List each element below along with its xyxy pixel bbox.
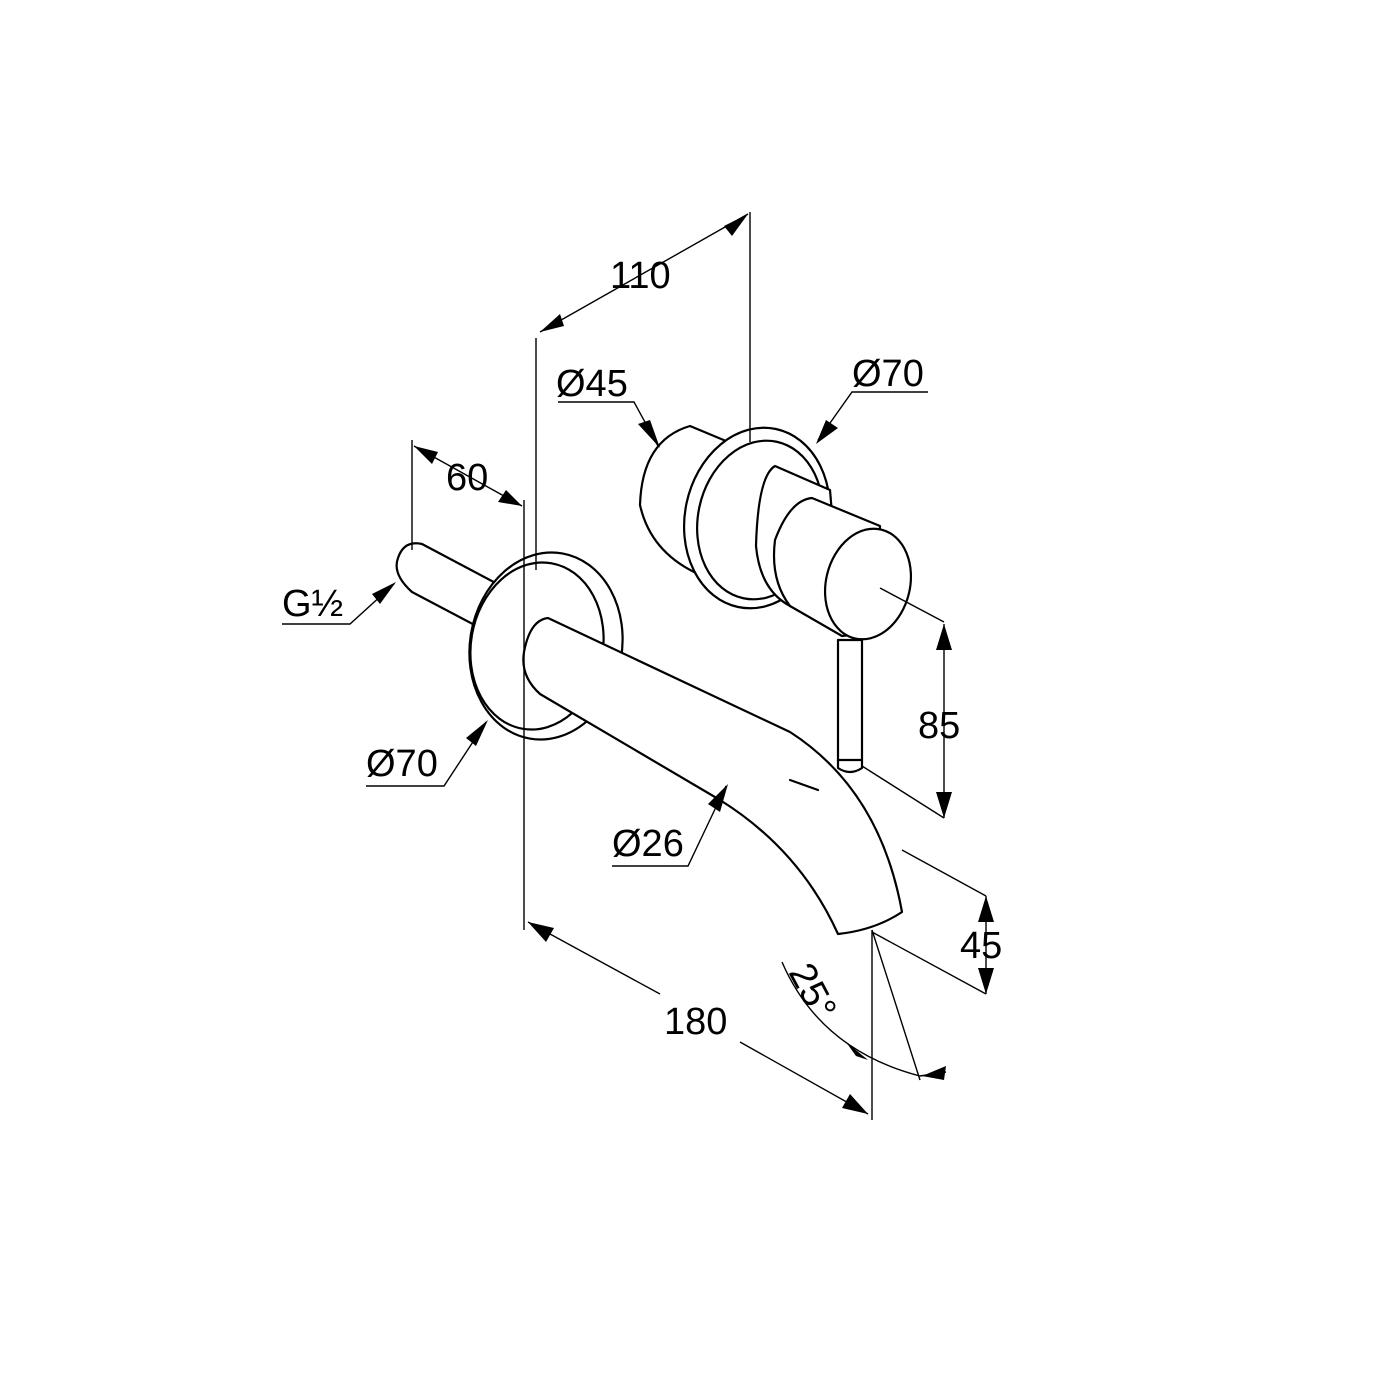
arrow-g12 <box>372 582 396 604</box>
leaders <box>282 391 928 867</box>
extension-lines <box>411 212 987 1120</box>
label-180: 180 <box>664 1001 727 1043</box>
label-60: 60 <box>446 457 488 499</box>
arrow-110-left <box>540 314 564 332</box>
arrow-45-top <box>978 896 994 922</box>
arrow-110-right <box>724 214 748 236</box>
arrow-d26 <box>708 784 728 812</box>
arrow-180-right <box>842 1094 868 1114</box>
arrow-25-right <box>922 1066 946 1080</box>
arrow-60-right <box>498 490 522 506</box>
handle-lever <box>836 638 864 774</box>
label-45: 45 <box>960 925 1002 967</box>
label-g12: G½ <box>282 583 343 625</box>
label-d70-spout: Ø70 <box>366 743 438 785</box>
arrow-d70-mixer <box>816 420 838 444</box>
arrow-85-top <box>936 624 952 650</box>
arrow-180-left <box>528 922 554 942</box>
label-85: 85 <box>918 705 960 747</box>
arrow-85-bottom <box>936 792 952 818</box>
spout-assembly <box>395 542 904 936</box>
label-d45: Ø45 <box>556 363 628 405</box>
label-angle-25: 25° <box>780 957 844 1027</box>
arrow-60-left <box>414 446 438 464</box>
arrow-25-left <box>846 1042 868 1060</box>
dimension-lines <box>413 213 994 1115</box>
arrow-d45 <box>638 420 660 448</box>
arrow-45-bottom <box>978 968 994 994</box>
dim-line-110 <box>539 213 749 333</box>
label-d26: Ø26 <box>612 823 684 865</box>
handle-knob-face <box>823 527 913 641</box>
label-110: 110 <box>610 255 671 297</box>
dimension-labels: 110 Ø45 Ø70 60 G½ Ø70 Ø26 85 180 45 25° <box>282 255 1002 1043</box>
mixer-body <box>638 424 913 774</box>
dim-arc-25 <box>781 961 921 1077</box>
spout-tube-edge <box>788 778 820 792</box>
arrow-d70-spout <box>466 720 488 746</box>
label-d70-mixer: Ø70 <box>852 353 924 395</box>
